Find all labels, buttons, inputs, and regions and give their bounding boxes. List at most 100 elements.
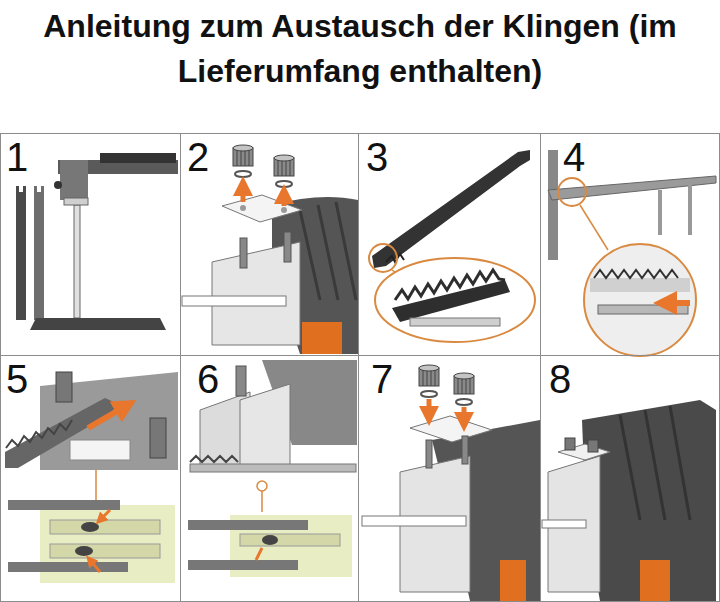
blades-and-stand (64, 198, 88, 205)
step-panel: 3 (358, 133, 541, 356)
step-panel: 8 (540, 355, 720, 602)
blades-and-stand (30, 318, 166, 330)
screws-refitted (427, 399, 432, 416)
blade-seated (240, 534, 340, 546)
blade-seated (240, 384, 290, 470)
blade-slide-in (150, 418, 166, 458)
assembled-tool (542, 520, 586, 528)
blade-slide-in (88, 406, 126, 428)
step-number: 6 (197, 359, 219, 399)
screws-refitted (419, 365, 439, 397)
step-panel: 4 (540, 133, 720, 356)
screws-refitted (454, 373, 474, 405)
blade-slide-in (70, 440, 130, 460)
blade-insertion-detail (658, 190, 662, 235)
tool-with-screws-removed (222, 195, 302, 222)
assembled-tool (620, 415, 640, 520)
blade-slide-in (5, 398, 118, 468)
blade-slide-in (90, 560, 100, 572)
blades-and-stand (54, 181, 62, 189)
step-panel: 5 (0, 355, 181, 602)
blade-detail (375, 258, 535, 342)
blade-slide-in (6, 420, 72, 448)
blade-seated (262, 535, 278, 545)
tool-with-screws-removed (233, 145, 253, 177)
blade-detail (369, 150, 535, 342)
blade-seated (261, 491, 263, 512)
assembled-tool (565, 438, 575, 450)
assembled-tool (542, 400, 716, 601)
step-number: 5 (6, 359, 28, 399)
blade-insertion-detail (548, 150, 558, 260)
blade-insertion-detail (665, 300, 690, 306)
tool-with-screws-removed (318, 205, 338, 300)
blade-seated (188, 360, 357, 577)
blade-seated (236, 366, 246, 396)
blade-seated (188, 520, 308, 530)
screws-refitted (500, 560, 526, 601)
blade-insertion-detail (580, 205, 608, 250)
tool-with-screws-removed (282, 194, 287, 206)
blades-and-stand (100, 153, 176, 163)
blades-and-stand (34, 186, 37, 194)
blades-and-stand (60, 160, 88, 200)
step-number: 4 (563, 137, 585, 177)
tool-with-screws-removed (281, 207, 287, 213)
tool-with-screws-removed (336, 202, 356, 300)
blades-and-stand (23, 186, 26, 194)
blades-and-stand (16, 192, 26, 320)
blade-detail (386, 254, 404, 262)
tool-with-screws-removed (240, 238, 247, 268)
assembled-tool (670, 406, 690, 520)
screws-refitted (462, 407, 467, 422)
step-number: 8 (549, 359, 571, 399)
tool-with-screws-removed (302, 322, 342, 354)
blade-insertion-detail (548, 150, 716, 356)
blade-insertion-detail (594, 270, 678, 278)
blade-seated (190, 464, 356, 472)
step-panel: 1 (0, 133, 181, 356)
blade-detail (392, 280, 510, 322)
blade-slide-in (8, 500, 120, 510)
tool-with-screws-removed (182, 296, 286, 306)
assembled-tool (645, 410, 665, 520)
blades-and-stand (74, 205, 80, 318)
blade-insertion-detail (598, 305, 688, 314)
blade-slide-in (81, 522, 99, 532)
blade-slide-in (95, 470, 97, 500)
screws-refitted (426, 440, 432, 468)
blades-and-stand (16, 186, 19, 194)
title: Anleitung zum Austausch der Klingen (im … (35, 4, 685, 94)
step-panel: 7 (358, 355, 541, 602)
assembled-tool (640, 560, 670, 601)
blade-slide-in (75, 546, 93, 556)
blade-slide-in (40, 372, 178, 470)
step-number: 7 (371, 359, 393, 399)
step-number: 3 (366, 137, 388, 177)
blade-detail (410, 318, 500, 326)
blade-seated (257, 481, 267, 491)
blade-slide-in (100, 510, 110, 520)
tool-with-screws-removed (241, 186, 246, 202)
step-panel: 2 (180, 133, 359, 356)
blade-insertion-detail (584, 244, 696, 356)
assembled-tool (588, 440, 598, 452)
assembled-tool (582, 400, 716, 601)
blade-slide-in (8, 562, 128, 572)
blades-and-stand (41, 186, 44, 194)
screws-refitted (362, 365, 540, 601)
blades-and-stand (16, 153, 178, 330)
blade-seated (256, 548, 262, 560)
screws-refitted (410, 416, 492, 442)
screws-refitted (462, 436, 468, 464)
blade-slide-in (50, 544, 160, 558)
blade-insertion-detail (590, 278, 690, 292)
tool-with-screws-removed (300, 210, 320, 300)
blade-slide-in (50, 520, 160, 534)
tool-with-screws-removed (284, 232, 291, 262)
blade-insertion-detail (558, 178, 586, 206)
step-number: 2 (187, 137, 209, 177)
